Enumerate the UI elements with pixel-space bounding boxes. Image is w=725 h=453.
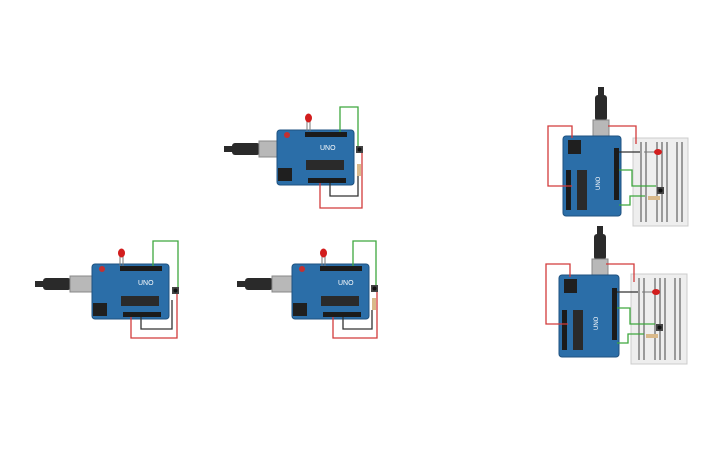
atmega-chip [306, 160, 344, 170]
circuit-3[interactable]: UNO [237, 240, 378, 339]
power-header [308, 178, 346, 183]
usb-cable-icon [237, 275, 293, 293]
pushbutton-icon [657, 187, 664, 194]
wire-green [352, 240, 377, 285]
arduino-uno-board [276, 129, 355, 186]
digital-header [120, 266, 162, 271]
board-label: UNO [320, 145, 336, 152]
power-jack [278, 168, 292, 181]
breadboard-holes [638, 278, 681, 360]
resistor-icon [648, 196, 660, 200]
resistor-icon [357, 164, 361, 176]
led-icon [644, 149, 662, 155]
usb-cable-icon [592, 87, 610, 139]
power-jack [293, 303, 307, 316]
reset-button [299, 266, 305, 272]
wire-red [319, 153, 363, 209]
atmega-chip [573, 310, 583, 350]
led-icon [305, 113, 312, 131]
usb-cable-icon [591, 226, 609, 278]
led-icon [320, 248, 327, 266]
wire-green [619, 169, 656, 187]
digital-header [612, 288, 617, 340]
wire-red [545, 263, 571, 325]
pushbutton-icon [656, 324, 663, 331]
wire-green [152, 240, 179, 287]
wire-red [332, 292, 378, 339]
circuit-2[interactable]: UNO [35, 240, 179, 339]
wire-red [130, 294, 178, 339]
atmega-chip [121, 296, 159, 306]
power-header [562, 310, 567, 350]
digital-header [305, 132, 347, 137]
wire-black [329, 176, 359, 197]
led-icon [642, 289, 660, 295]
circuit-5[interactable]: UNO [545, 226, 688, 365]
board-label: UNO [338, 280, 354, 287]
wire-red [547, 125, 573, 187]
circuit-1[interactable]: UNO [224, 106, 363, 209]
atmega-chip [577, 170, 587, 210]
resistor-icon [646, 334, 658, 338]
reset-button [284, 132, 290, 138]
pushbutton-icon [172, 287, 179, 294]
atmega-chip [321, 296, 359, 306]
wire-red-2 [608, 125, 637, 144]
wire-green-2 [617, 333, 644, 344]
board-label: UNO [596, 176, 602, 190]
circuit-4[interactable]: UNO [547, 87, 689, 227]
pushbutton-icon [371, 285, 378, 292]
reset-button [99, 266, 105, 272]
power-header [323, 312, 361, 317]
wire-black [342, 310, 373, 330]
wire-red-2 [606, 263, 635, 282]
usb-cable-icon [35, 275, 93, 293]
digital-header [320, 266, 362, 271]
board-label: UNO [594, 316, 600, 330]
power-jack [568, 140, 581, 154]
power-jack [93, 303, 107, 316]
breadboard-holes [640, 142, 683, 222]
pushbutton-icon [356, 146, 363, 153]
digital-header [614, 148, 619, 200]
power-header [566, 170, 571, 210]
power-jack [564, 279, 577, 293]
usb-cable-icon [224, 140, 278, 158]
wire-green [339, 106, 359, 146]
led-icon [118, 248, 125, 266]
power-header [123, 312, 161, 317]
resistor-icon [372, 298, 376, 310]
wire-black [140, 300, 173, 330]
wire-green-2 [619, 195, 645, 206]
wire-green [617, 307, 655, 325]
board-label: UNO [138, 280, 154, 287]
